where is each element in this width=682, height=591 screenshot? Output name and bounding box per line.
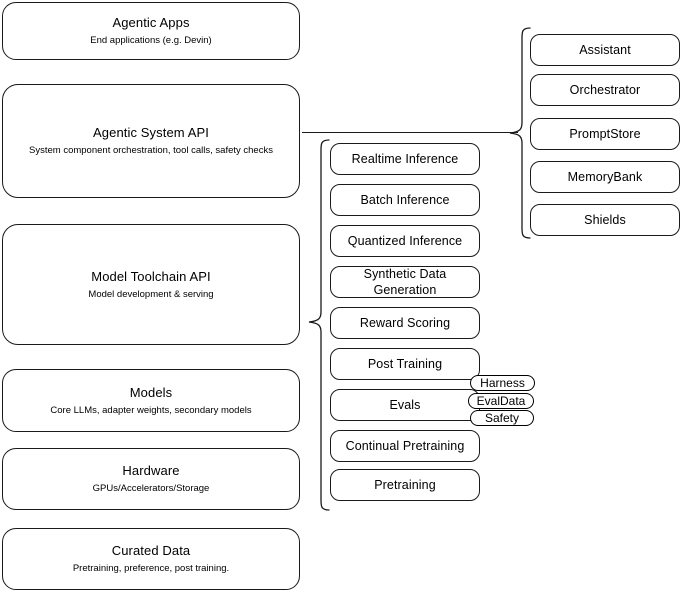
- toolchain-capability-realtime-inference[interactable]: Realtime Inference: [330, 143, 480, 175]
- system-component-assistant[interactable]: Assistant: [530, 34, 680, 66]
- stack-layer-subtitle: GPUs/Accelerators/Storage: [92, 483, 210, 494]
- stack-layer-agentic-apps[interactable]: Agentic Apps End applications (e.g. Devi…: [2, 2, 300, 60]
- stack-layer-title: Models: [129, 384, 173, 400]
- system-component-shields[interactable]: Shields: [530, 204, 680, 236]
- system-component-memorybank[interactable]: MemoryBank: [530, 161, 680, 193]
- toolchain-capability-quantized-inference[interactable]: Quantized Inference: [330, 225, 480, 257]
- evals-tag-label: EvalData: [476, 394, 526, 408]
- toolchain-capability-batch-inference[interactable]: Batch Inference: [330, 184, 480, 216]
- stack-layer-models[interactable]: Models Core LLMs, adapter weights, secon…: [2, 369, 300, 432]
- stack-layer-subtitle: Pretraining, preference, post training.: [72, 563, 230, 574]
- stack-layer-hardware[interactable]: Hardware GPUs/Accelerators/Storage: [2, 448, 300, 510]
- connector-line-system-api: [302, 132, 518, 134]
- toolchain-capability-label: Synthetic Data Generation: [363, 267, 447, 297]
- evals-tag-safety[interactable]: Safety: [470, 410, 534, 426]
- stack-layer-agentic-system-api[interactable]: Agentic System API System component orch…: [2, 84, 300, 198]
- stack-layer-subtitle: System component orchestration, tool cal…: [29, 145, 273, 156]
- system-component-label: Assistant: [579, 43, 631, 57]
- evals-tag-label: Safety: [484, 411, 520, 425]
- system-component-orchestrator[interactable]: Orchestrator: [530, 74, 680, 106]
- stack-layer-subtitle: End applications (e.g. Devin): [90, 35, 212, 46]
- evals-tag-label: Harness: [480, 376, 525, 390]
- toolchain-capability-label: Batch Inference: [360, 193, 450, 207]
- system-component-label: MemoryBank: [567, 170, 643, 184]
- toolchain-capability-synthetic-data-generation[interactable]: Synthetic Data Generation: [330, 266, 480, 298]
- toolchain-capability-post-training[interactable]: Post Training: [330, 348, 480, 380]
- toolchain-capability-continual-pretraining[interactable]: Continual Pretraining: [330, 430, 480, 462]
- evals-tag-evaldata[interactable]: EvalData: [468, 393, 534, 409]
- toolchain-capability-label: Pretraining: [374, 478, 436, 492]
- system-component-label: PromptStore: [569, 127, 641, 141]
- evals-tag-harness[interactable]: Harness: [470, 375, 535, 391]
- system-component-label: Orchestrator: [569, 83, 641, 97]
- toolchain-capability-reward-scoring[interactable]: Reward Scoring: [330, 307, 480, 339]
- system-component-promptstore[interactable]: PromptStore: [530, 118, 680, 150]
- stack-layer-title: Hardware: [122, 463, 180, 478]
- toolchain-capability-pretraining[interactable]: Pretraining: [330, 469, 480, 501]
- toolchain-capability-label: Post Training: [367, 357, 443, 371]
- stack-layer-subtitle: Model development & serving: [88, 288, 214, 300]
- stack-layer-title: Model Toolchain API: [91, 268, 211, 284]
- stack-layer-curated-data[interactable]: Curated Data Pretraining, preference, po…: [2, 528, 300, 590]
- toolchain-capability-label: Evals: [389, 398, 421, 412]
- stack-layer-model-toolchain-api[interactable]: Model Toolchain API Model development & …: [2, 224, 300, 345]
- toolchain-capability-label: Realtime Inference: [351, 152, 459, 166]
- stack-layer-title: Agentic Apps: [112, 15, 190, 30]
- toolchain-capability-label: Quantized Inference: [347, 234, 463, 248]
- stack-layer-title: Curated Data: [111, 543, 191, 558]
- system-component-label: Shields: [584, 213, 626, 227]
- stack-layer-title: Agentic System API: [93, 125, 209, 140]
- toolchain-capability-evals[interactable]: Evals: [330, 389, 480, 421]
- toolchain-capability-label: Continual Pretraining: [345, 439, 465, 453]
- stack-layer-subtitle: Core LLMs, adapter weights, secondary mo…: [50, 404, 252, 416]
- toolchain-capability-label: Reward Scoring: [359, 316, 451, 330]
